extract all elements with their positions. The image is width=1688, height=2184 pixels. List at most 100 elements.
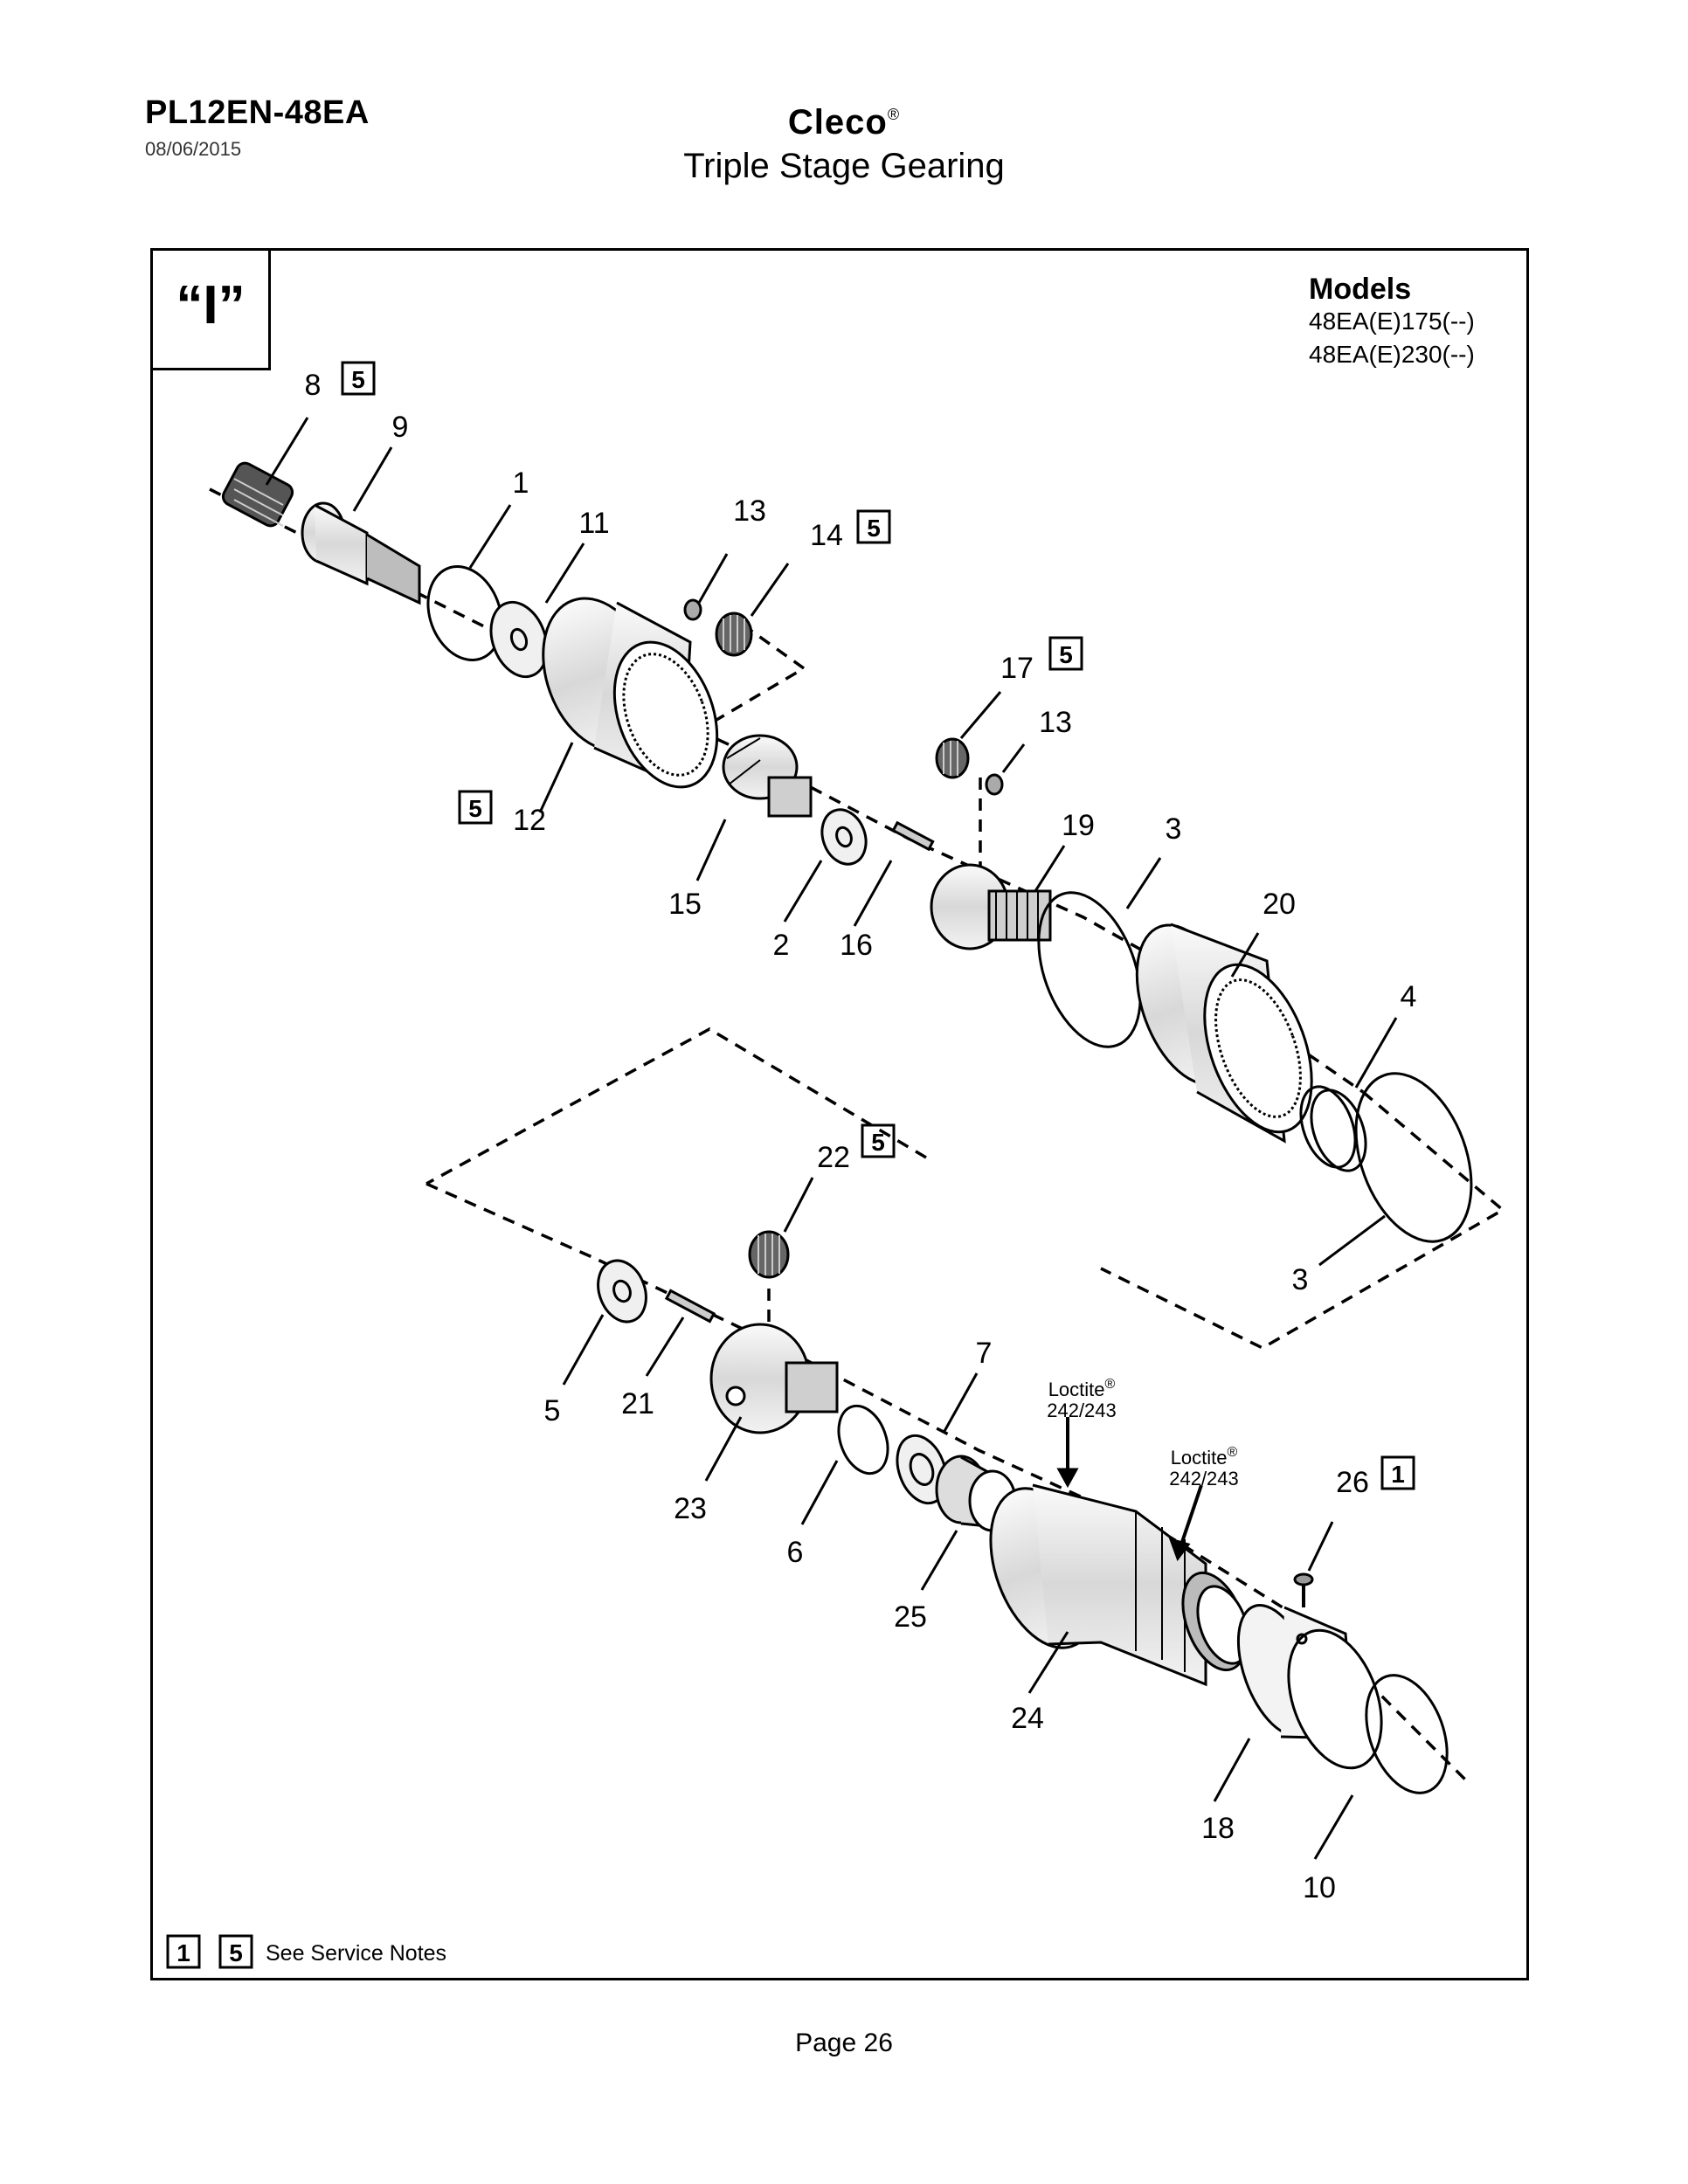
- callout-label: 12: [513, 804, 546, 837]
- note-flag-box: [341, 361, 376, 396]
- part-24-gear-case: [989, 1483, 1250, 1687]
- callout-label: 5: [544, 1394, 561, 1427]
- part-15-planet-carrier: [722, 734, 813, 818]
- leader-line: [562, 1314, 605, 1386]
- callout-label: 1: [513, 467, 529, 500]
- callout-label: 26: [1336, 1466, 1369, 1499]
- note-flag-text: 1: [1391, 1461, 1405, 1488]
- leader-line: [1125, 857, 1162, 909]
- leader-lines: [265, 417, 1398, 1860]
- part-16-pin: [891, 820, 935, 852]
- leader-line: [1354, 1017, 1398, 1089]
- centerline-pinion-14: [707, 623, 807, 727]
- legend-flag-text: 1: [176, 1939, 190, 1966]
- models-heading: Models: [1309, 273, 1412, 306]
- callout-label: 17: [1000, 652, 1034, 685]
- part-9-spline-shaft: [301, 501, 421, 605]
- callout-label: 21: [621, 1387, 654, 1420]
- callout-label: 9: [392, 411, 409, 444]
- leader-line: [853, 860, 893, 927]
- figure-letter: “I”: [176, 275, 246, 335]
- leader-line: [1313, 1794, 1354, 1860]
- note-flag-box: [166, 1934, 201, 1969]
- part-6-o-ring: [837, 1404, 889, 1476]
- note-flag-text: 5: [351, 366, 365, 393]
- leader-line: [750, 563, 790, 617]
- leader-line: [265, 417, 309, 486]
- figure-frame: [150, 248, 1529, 1980]
- note-flag-text: 5: [867, 515, 881, 542]
- note-flag-text: 5: [871, 1129, 885, 1156]
- note-flag-box: [218, 1934, 253, 1969]
- note-flag-box: [458, 790, 493, 825]
- callout-label: 2: [773, 929, 790, 962]
- note-flag-text: 5: [468, 795, 482, 822]
- leader-line: [352, 446, 393, 512]
- part-3-o-ring: [1354, 1072, 1473, 1243]
- loctite-name: Loctite: [1171, 1447, 1228, 1469]
- document-id: PL12EN-48EA: [145, 94, 370, 131]
- callout-label: 25: [894, 1600, 927, 1634]
- callout-label: 3: [1166, 812, 1182, 846]
- note-flag-box: [1380, 1455, 1415, 1490]
- note-flag-box: [856, 509, 891, 544]
- loctite-name: Loctite: [1048, 1379, 1105, 1400]
- callout-label: 24: [1011, 1702, 1044, 1735]
- leader-line: [1307, 1521, 1334, 1572]
- part-13-thrust-washer: [683, 598, 702, 621]
- leader-line: [468, 504, 512, 569]
- model-item: 48EA(E)175(--): [1309, 308, 1475, 335]
- callout-label: 7: [976, 1337, 993, 1370]
- centerline-upper: [209, 487, 1364, 1094]
- callout-label: 11: [578, 507, 609, 540]
- leader-line: [538, 742, 574, 813]
- part-17-planet-gear: [935, 737, 970, 779]
- callout-label: 15: [668, 888, 702, 921]
- part-7-washer: [896, 1434, 948, 1505]
- part-13-thrust-washer: [985, 773, 1004, 796]
- leader-line: [1230, 932, 1260, 978]
- document-date: 08/06/2015: [145, 138, 242, 160]
- part-18-collar: [1236, 1604, 1383, 1770]
- leader-line: [697, 553, 729, 604]
- note-flag-box: [861, 1123, 896, 1158]
- callout-label: 23: [674, 1492, 707, 1525]
- callout-label: 13: [1039, 706, 1072, 739]
- loctite-label-a: Loctite®: [1048, 1377, 1116, 1400]
- note-flag-text: 5: [1059, 641, 1073, 668]
- brand-logo: Cleco®: [0, 103, 1688, 142]
- part-12-ring-gear: [542, 597, 719, 789]
- leader-line: [942, 1372, 979, 1434]
- callout-label: 22: [817, 1141, 850, 1174]
- part-2-washer: [820, 808, 868, 866]
- loctite-arrow: [1056, 1417, 1079, 1489]
- part-8-needle-bearing: [221, 461, 294, 528]
- registered-mark: ®: [887, 106, 901, 123]
- leader-line: [800, 1460, 839, 1525]
- leader-line: [544, 543, 585, 604]
- callout-label: 8: [305, 369, 322, 402]
- part-22-planet-gear: [748, 1230, 790, 1279]
- callout-label: 6: [787, 1536, 804, 1569]
- note-flags: [166, 361, 1415, 1969]
- callouts: 8 9 1 11 13 14 12 15 2 16 17 13 19 3 20 …: [305, 369, 1417, 1904]
- callout-label: 3: [1292, 1263, 1309, 1296]
- leader-line: [1318, 1214, 1386, 1267]
- part-1-retaining-ring: [426, 565, 503, 661]
- transfer-path: [1100, 1090, 1506, 1350]
- leader-line: [695, 819, 727, 881]
- assembly-centerlines: [209, 487, 1506, 1784]
- note-flag-box: [1048, 636, 1083, 671]
- part-26-screw: [1293, 1572, 1314, 1607]
- leader-line: [783, 1177, 814, 1233]
- legend-flag-text: 5: [229, 1939, 243, 1966]
- loctite-arrow: [1168, 1484, 1203, 1562]
- leader-line: [704, 1416, 743, 1482]
- loctite-grade-b: 242/243: [1169, 1468, 1239, 1489]
- part-5-washer: [597, 1259, 647, 1324]
- part-19-planet-carrier: [930, 863, 1052, 950]
- callout-label: 19: [1062, 809, 1095, 842]
- callout-label: 13: [733, 494, 766, 528]
- loctite-label-b: Loctite®: [1171, 1445, 1238, 1469]
- page-number: Page 26: [795, 2028, 893, 2057]
